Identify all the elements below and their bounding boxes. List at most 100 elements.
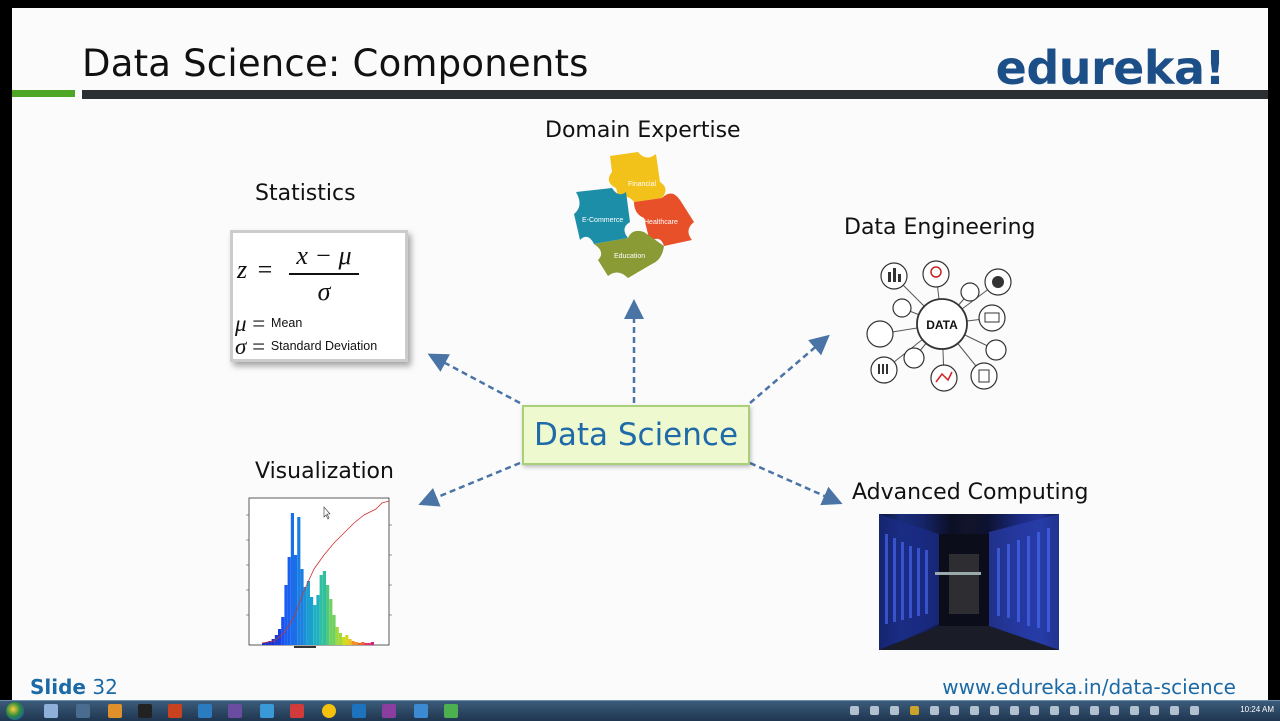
chrome-icon[interactable] — [322, 704, 336, 718]
taskbar-app-icon[interactable] — [444, 704, 458, 718]
tray-icon[interactable] — [870, 706, 879, 715]
histogram-bar — [262, 643, 266, 645]
slide-number-value: 32 — [92, 675, 118, 699]
mu-equals: = — [252, 311, 266, 336]
histogram-bar — [345, 635, 349, 645]
arrow-engineering — [749, 334, 830, 404]
formula-numerator: x − μ — [296, 241, 352, 270]
histogram-bar — [271, 639, 275, 645]
legend-mean: μ = Mean — [235, 311, 302, 337]
histogram-bar — [351, 641, 355, 645]
network-center-label: DATA — [926, 318, 958, 332]
tray-icon[interactable] — [1030, 706, 1039, 715]
formula-equals: = — [257, 255, 273, 284]
sigma-symbol: σ — [235, 334, 247, 359]
tray-icon[interactable] — [1170, 706, 1179, 715]
mouse-cursor — [323, 506, 331, 520]
histogram-bar — [300, 569, 304, 645]
histogram-bar — [322, 571, 326, 645]
data-network-diagram: DATA — [866, 260, 1012, 392]
label-data-engineering: Data Engineering — [844, 215, 1036, 240]
puzzle-piece-financial — [608, 152, 666, 202]
tray-icon[interactable] — [1010, 706, 1019, 715]
histogram-bar — [287, 557, 291, 645]
histogram-bar — [329, 599, 333, 645]
histogram-bar — [338, 633, 342, 645]
histogram-bar — [364, 643, 368, 645]
taskbar-app-icon[interactable] — [138, 704, 152, 718]
taskbar-app-icon[interactable] — [44, 704, 58, 718]
tray-icon[interactable] — [1190, 706, 1199, 715]
histogram-bar — [361, 642, 365, 645]
taskbar-app-icon[interactable] — [260, 704, 274, 718]
histogram-bar — [354, 642, 358, 645]
tray-icon[interactable] — [890, 706, 899, 715]
histogram-bar — [268, 641, 272, 645]
histogram-bar — [358, 643, 362, 645]
tray-icon[interactable] — [970, 706, 979, 715]
slide: Data Science: Components edureka! Data S… — [12, 8, 1268, 700]
tray-icon[interactable] — [1070, 706, 1079, 715]
tray-icon[interactable] — [1090, 706, 1099, 715]
histogram-bar — [367, 643, 371, 645]
label-visualization: Visualization — [255, 459, 394, 484]
label-domain-expertise: Domain Expertise — [545, 118, 741, 143]
histogram-bar — [274, 635, 278, 645]
taskbar-app-icon[interactable] — [198, 704, 212, 718]
formula-fraction: x − μ σ — [289, 241, 359, 307]
tray-icon[interactable] — [1110, 706, 1119, 715]
histogram-bar — [297, 517, 301, 645]
arrow-computing — [749, 461, 843, 506]
title-rule-accent — [12, 90, 75, 97]
histogram-bar — [348, 639, 352, 645]
slide-label: Slide — [30, 675, 86, 699]
histogram-bar — [281, 617, 285, 645]
tray-icon[interactable] — [850, 706, 859, 715]
tray-icon[interactable] — [930, 706, 939, 715]
arrow-visualization — [418, 461, 521, 507]
sigma-equals: = — [252, 334, 266, 359]
puzzle-label-healthcare: Healthcare — [644, 219, 678, 226]
histogram-bar — [370, 642, 374, 645]
windows-start-icon[interactable] — [6, 702, 24, 720]
taskbar-app-icon[interactable] — [108, 704, 122, 718]
taskbar-app-icon[interactable] — [290, 704, 304, 718]
puzzle-label-financial: Financial — [628, 181, 656, 188]
tray-icon[interactable] — [1050, 706, 1059, 715]
edureka-logo: edureka! — [995, 41, 1226, 95]
taskbar-app-icon[interactable] — [76, 704, 90, 718]
mu-text: Mean — [271, 316, 303, 330]
tray-icon[interactable] — [950, 706, 959, 715]
tray-icon[interactable] — [990, 706, 999, 715]
footer-url: www.edureka.in/data-science — [942, 675, 1236, 699]
histogram-bar — [303, 587, 307, 645]
title-rule — [82, 90, 1268, 99]
puzzle-piece-healthcare — [634, 193, 694, 246]
taskbar-app-icon[interactable] — [414, 704, 428, 718]
histogram-bar — [310, 597, 314, 645]
puzzle-piece-ecommerce — [574, 188, 630, 244]
tray-icon[interactable] — [1150, 706, 1159, 715]
puzzle-label-education: Education — [614, 253, 645, 260]
tray-icon[interactable] — [1130, 706, 1139, 715]
taskbar-app-icon[interactable] — [352, 704, 366, 718]
tray-icon[interactable] — [910, 706, 919, 715]
histogram-bar — [335, 627, 339, 645]
taskbar-app-icon[interactable] — [228, 704, 242, 718]
puzzle-piece-education — [594, 230, 664, 278]
label-statistics: Statistics — [255, 181, 356, 206]
fraction-bar — [289, 273, 359, 275]
taskbar-app-icon[interactable] — [168, 704, 182, 718]
taskbar-clock[interactable]: 10:24 AM — [1240, 705, 1274, 714]
histogram-bar — [313, 605, 317, 645]
histogram-bar — [342, 637, 346, 645]
histogram-bar — [316, 595, 320, 645]
arrow-statistics — [427, 353, 521, 405]
puzzle-label-ecommerce: E-Commerce — [582, 217, 623, 224]
connector-arrows — [418, 299, 843, 507]
taskbar-app-icon[interactable] — [382, 704, 396, 718]
data-science-box: Data Science — [522, 405, 750, 465]
slide-number: Slide 32 — [30, 675, 118, 699]
histogram-bar — [319, 575, 323, 645]
sigma-text: Standard Deviation — [270, 339, 378, 353]
